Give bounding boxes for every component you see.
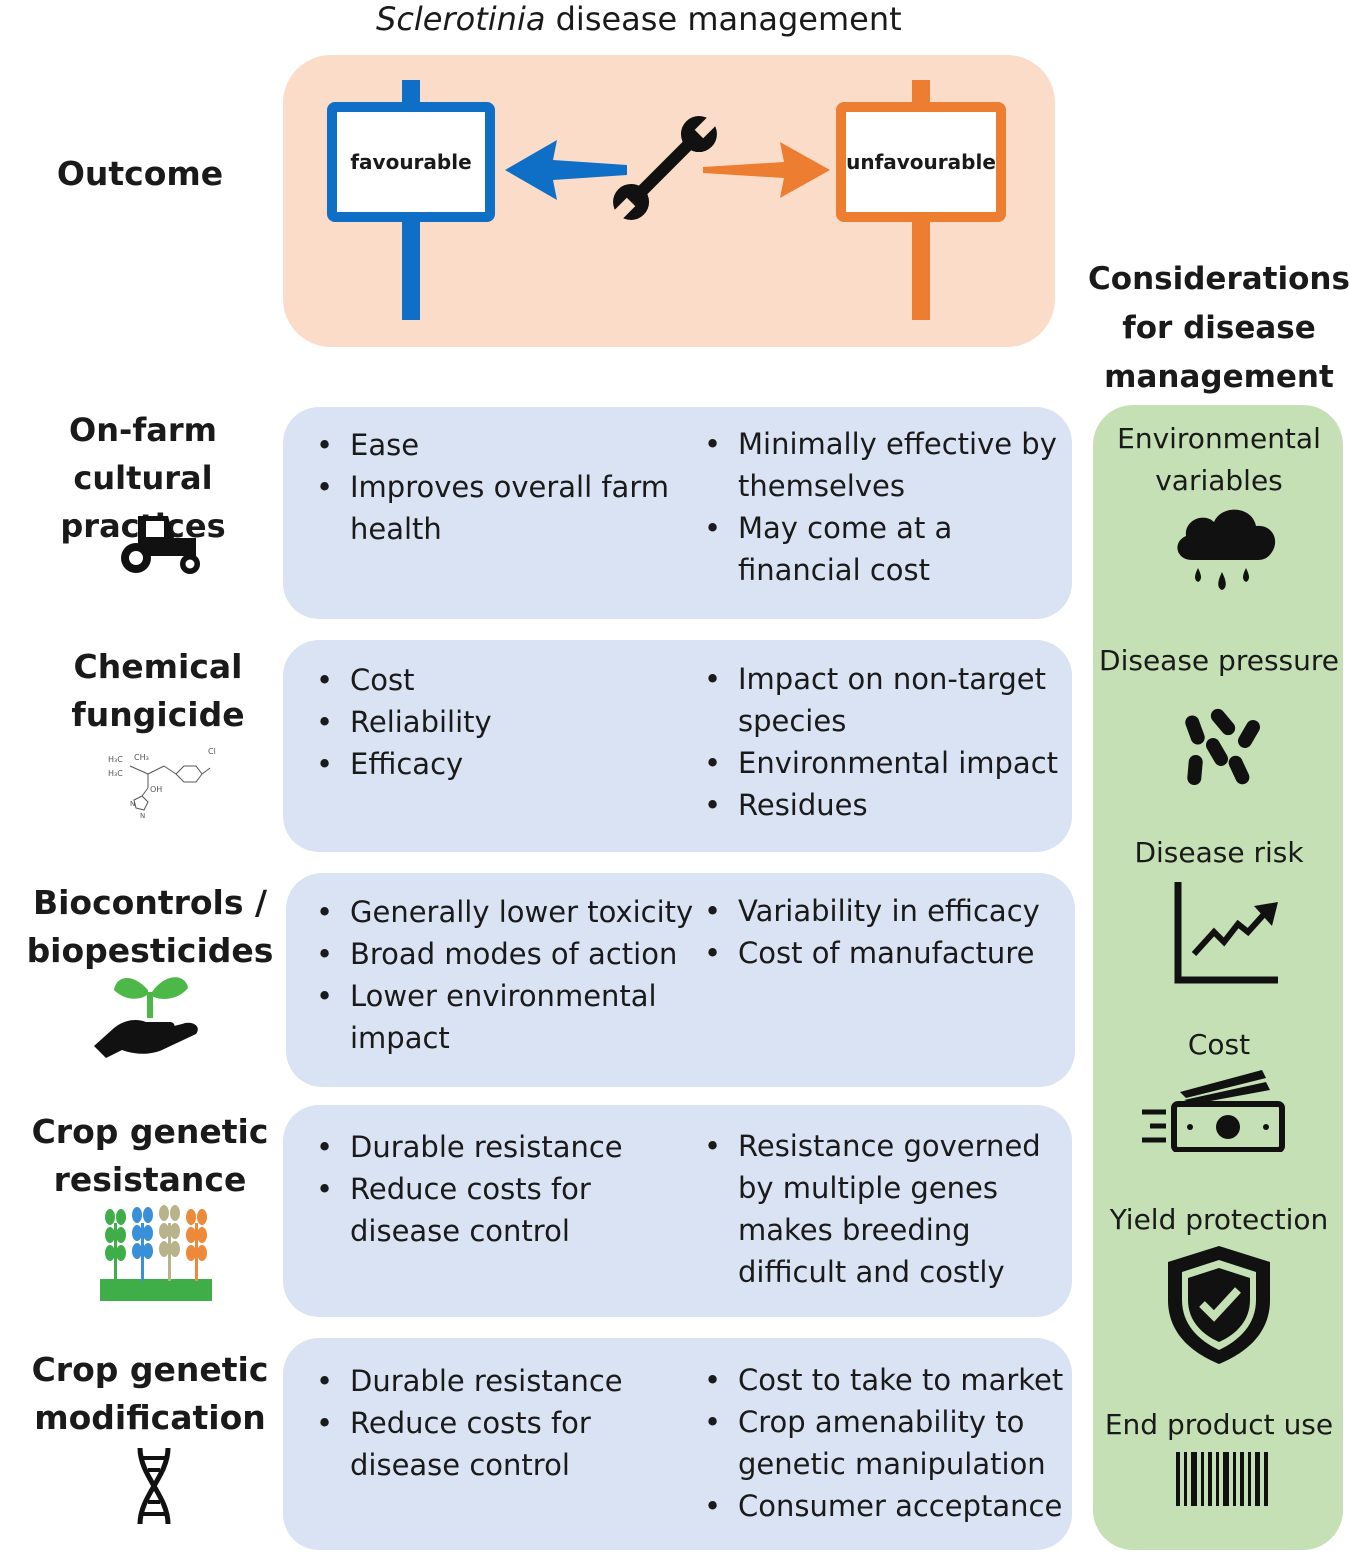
money-icon xyxy=(1142,1070,1285,1152)
hand-plant-icon xyxy=(94,977,198,1058)
consideration-risk: Disease risk xyxy=(1134,836,1304,869)
list-item: Variability in efficacy xyxy=(700,890,1070,932)
chem-label: H₃C xyxy=(108,769,123,778)
cons-resistance: Resistance governed by multiple genes ma… xyxy=(700,1125,1050,1293)
list-item: Cost to take to market xyxy=(700,1359,1072,1401)
list-item: Consumer acceptance xyxy=(700,1485,1072,1527)
consideration-cost: Cost xyxy=(1187,1028,1251,1061)
list-item: Residues xyxy=(700,784,1070,826)
shield-check-icon xyxy=(1168,1246,1270,1364)
outcome-arrows xyxy=(505,114,830,220)
unfavourable-sign: unfavourable xyxy=(836,102,1006,222)
trend-chart-icon xyxy=(1174,882,1278,984)
barcode-icon xyxy=(1176,1452,1268,1506)
chem-label: N xyxy=(130,800,135,808)
list-item: Durable resistance xyxy=(312,1360,682,1402)
rain-cloud-icon xyxy=(1177,509,1276,590)
wheat-3 xyxy=(159,1205,180,1281)
cons-modification: Cost to take to market Crop amenability … xyxy=(700,1359,1072,1527)
arrow-left-icon xyxy=(505,140,627,200)
cons-biocontrols: Variability in efficacy Cost of manufact… xyxy=(700,890,1070,974)
cons-cultural: Minimally effective by themselves May co… xyxy=(700,423,1070,591)
chem-label: H₃C xyxy=(108,755,123,764)
consideration-yield: Yield protection xyxy=(1109,1203,1329,1236)
pros-fungicide: Cost Reliability Efficacy xyxy=(312,659,682,785)
crops-icon xyxy=(100,1205,212,1301)
chem-label: OH xyxy=(150,785,162,794)
consideration-environmental: Environmental variables xyxy=(1117,422,1321,497)
list-item: Broad modes of action xyxy=(312,933,697,975)
list-item: Environmental impact xyxy=(700,742,1070,784)
consideration-pressure: Disease pressure xyxy=(1099,644,1339,677)
wrench-icon xyxy=(611,114,719,220)
list-item: Cost of manufacture xyxy=(700,932,1070,974)
cons-fungicide: Impact on non-target species Environment… xyxy=(700,658,1070,826)
row-label-resistance: Crop genetic resistance xyxy=(31,1112,269,1199)
tractor-icon xyxy=(121,516,200,574)
outcome-label: Outcome xyxy=(56,154,224,193)
list-item: Minimally effective by themselves xyxy=(700,423,1070,507)
bacteria-icon xyxy=(1185,708,1260,785)
title-rest: disease management xyxy=(545,0,902,38)
considerations-title: Considerations for disease management xyxy=(1088,261,1350,395)
list-item: Efficacy xyxy=(312,743,682,785)
pros-modification: Durable resistance Reduce costs for dise… xyxy=(312,1360,682,1486)
list-item: Cost xyxy=(312,659,682,701)
list-item: Ease xyxy=(312,424,682,466)
consideration-end-product: End product use xyxy=(1104,1408,1334,1441)
wheat-4 xyxy=(186,1209,207,1281)
list-item: Reliability xyxy=(312,701,682,743)
pros-cultural: Ease Improves overall farm health xyxy=(312,424,682,550)
list-item: Durable resistance xyxy=(312,1126,682,1168)
unfavourable-label: unfavourable xyxy=(846,150,996,174)
pros-biocontrols: Generally lower toxicity Broad modes of … xyxy=(312,891,697,1059)
row-label-fungicide: Chemical fungicide xyxy=(71,647,245,734)
list-item: Generally lower toxicity xyxy=(312,891,697,933)
pros-resistance: Durable resistance Reduce costs for dise… xyxy=(312,1126,682,1252)
list-item: May come at a financial cost xyxy=(700,507,1070,591)
row-label-biocontrols: Biocontrols / biopesticides xyxy=(26,883,274,970)
chem-label: Cl xyxy=(208,747,216,756)
list-item: Resistance governed by multiple genes ma… xyxy=(700,1125,1050,1293)
list-item: Reduce costs for disease control xyxy=(312,1402,682,1486)
wheat-1 xyxy=(105,1209,126,1281)
favourable-label: favourable xyxy=(350,150,472,174)
row-label-modification: Crop genetic modification xyxy=(31,1350,269,1437)
title-italic: Sclerotinia xyxy=(376,0,546,38)
list-item: Reduce costs for disease control xyxy=(312,1168,682,1252)
list-item: Crop amenability to genetic manipulation xyxy=(700,1401,1072,1485)
wheat-2 xyxy=(132,1207,153,1281)
dna-icon xyxy=(137,1447,171,1525)
molecule-icon: H₃C CH₃ H₃C Cl OH N N xyxy=(108,747,216,820)
list-item: Lower environmental impact xyxy=(312,975,697,1059)
favourable-sign: favourable xyxy=(327,102,495,222)
arrow-right-icon xyxy=(703,142,830,198)
list-item: Impact on non-target species xyxy=(700,658,1070,742)
chem-label: N xyxy=(140,812,145,820)
list-item: Improves overall farm health xyxy=(312,466,682,550)
chem-label: CH₃ xyxy=(134,753,149,762)
